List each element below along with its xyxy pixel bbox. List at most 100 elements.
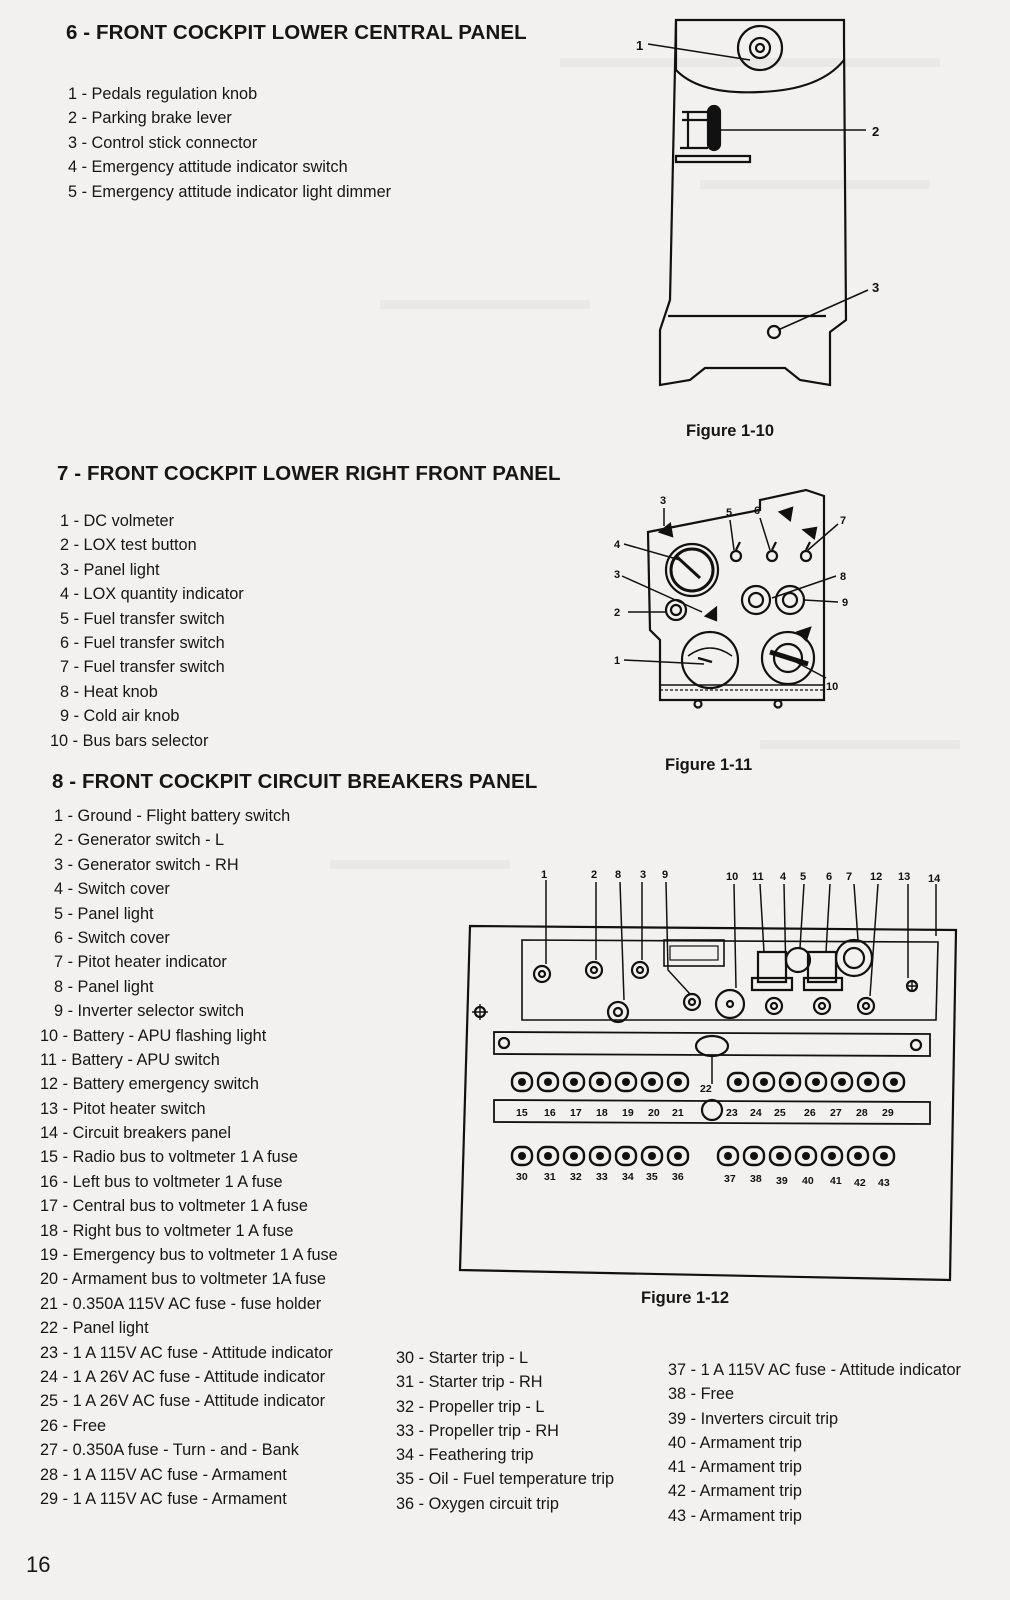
list-item: 5 - Fuel transfer switch <box>60 609 225 628</box>
list-item: 36 - Oxygen circuit trip <box>396 1494 559 1513</box>
section-6-list: 1 - Pedals regulation knob 2 - Parking b… <box>68 82 391 204</box>
list-item: 5 - Panel light <box>54 904 154 923</box>
callout-label: 5 <box>800 871 806 883</box>
fuse-number-label: 35 <box>646 1171 658 1183</box>
fuse-number-label: 36 <box>672 1171 684 1183</box>
fuse-number-label: 23 <box>726 1107 738 1119</box>
fuse-number-label: 27 <box>830 1107 842 1119</box>
callout-label: 12 <box>870 871 882 883</box>
list-item: 30 - Starter trip - L <box>396 1349 529 1367</box>
list-item: 22 - Panel light <box>40 1319 149 1338</box>
callout-label: 2 <box>872 124 879 139</box>
list-item: 12 - Battery emergency switch <box>40 1075 259 1094</box>
callout-label: 5 <box>726 507 732 519</box>
fuse-holder <box>536 1145 560 1167</box>
list-item: 7 - Pitot heater indicator <box>54 953 227 972</box>
callout-label: 9 <box>842 597 848 609</box>
list-item: 2 - Generator switch - L <box>54 831 225 850</box>
list-item: 29 - 1 A 115V AC fuse - Armament <box>40 1489 287 1508</box>
fuse-holder <box>536 1071 560 1093</box>
fuse-holder <box>768 1145 792 1167</box>
list-item: 39 - Inverters circuit trip <box>668 1409 839 1428</box>
list-item: 26 - Free <box>40 1416 107 1435</box>
list-item: 6 - Switch cover <box>54 928 170 947</box>
section-8-list-col2: 30 - Starter trip - L 31 - Starter trip … <box>396 1346 614 1516</box>
fuse-number-label: 21 <box>672 1107 684 1119</box>
list-item: 13 - Pitot heater switch <box>40 1099 206 1118</box>
fuse-holder <box>510 1071 534 1093</box>
fuse-number-label: 24 <box>750 1107 762 1119</box>
fuse-number-label: 15 <box>516 1107 528 1119</box>
fuse-number-label: 34 <box>622 1171 634 1183</box>
fuse-holder <box>778 1071 802 1093</box>
list-item: 24 - 1 A 26V AC fuse - Attitude indicato… <box>40 1367 326 1386</box>
fuse-number-label: 43 <box>878 1177 890 1189</box>
list-item: 38 - Free <box>668 1385 735 1404</box>
list-item: 25 - 1 A 26V AC fuse - Attitude indicato… <box>40 1392 326 1411</box>
callout-label: 4 <box>780 871 787 883</box>
list-item: 43 - Armament trip <box>668 1506 802 1525</box>
fuse-number-label: 33 <box>596 1171 608 1183</box>
list-item: 31 - Starter trip - RH <box>396 1373 543 1392</box>
callout-label: 3 <box>640 869 646 881</box>
list-item: 42 - Armament trip <box>668 1482 802 1501</box>
figure-1-11-drawing: 3 5 6 7 4 3 8 9 2 1 10 <box>614 488 848 709</box>
callout-label: 1 <box>614 655 620 667</box>
callout-label: 9 <box>662 869 668 881</box>
fuse-holder <box>726 1071 750 1093</box>
fuse-number-label: 20 <box>648 1107 660 1119</box>
section-8-heading: 8 - FRONT COCKPIT CIRCUIT BREAKERS PANEL <box>52 770 538 793</box>
list-item: 8 - Heat knob <box>60 682 158 701</box>
fuse-holder <box>614 1071 638 1093</box>
fuse-number-label: 38 <box>750 1173 762 1185</box>
callout-label: 11 <box>752 871 764 883</box>
list-item: 6 - Fuel transfer switch <box>60 633 225 652</box>
list-item: 33 - Propeller trip - RH <box>396 1421 559 1440</box>
fuse-number-label: 29 <box>882 1107 894 1119</box>
fuse-holder <box>614 1145 638 1167</box>
callout-label: 4 <box>614 539 621 551</box>
list-item: 34 - Feathering trip <box>396 1446 534 1465</box>
list-item: 7 - Fuel transfer switch <box>60 658 225 677</box>
list-item: 27 - 0.350A fuse - Turn - and - Bank <box>40 1441 299 1460</box>
fuse-holder <box>562 1145 586 1167</box>
callout-label: 3 <box>660 495 666 507</box>
callout-label: 6 <box>754 505 760 517</box>
callout-label: 8 <box>615 869 621 881</box>
list-item: 16 - Left bus to voltmeter 1 A fuse <box>40 1172 283 1191</box>
fuse-number-label: 37 <box>724 1173 736 1185</box>
fuse-holder <box>856 1071 880 1093</box>
list-item: 9 - Cold air knob <box>60 707 180 726</box>
callout-label: 10 <box>826 681 838 693</box>
list-item: 15 - Radio bus to voltmeter 1 A fuse <box>40 1148 298 1167</box>
list-item: 37 - 1 A 115V AC fuse - Attitude indicat… <box>668 1361 961 1379</box>
fuse-holder <box>820 1145 844 1167</box>
fuse-holder <box>752 1071 776 1093</box>
list-item: 3 - Generator switch - RH <box>54 855 239 874</box>
fuse-holder <box>588 1071 612 1093</box>
callout-label: 14 <box>928 873 941 885</box>
figure-1-10-drawing: 1 2 3 <box>636 18 879 387</box>
callout-label: 1 <box>636 38 643 53</box>
list-item: 28 - 1 A 115V AC fuse - Armament <box>40 1465 287 1484</box>
fuse-number-label: 30 <box>516 1171 528 1183</box>
fuse-number-label: 39 <box>776 1175 788 1187</box>
list-item: 14 - Circuit breakers panel <box>40 1124 231 1143</box>
fuse-number-label: 26 <box>804 1107 816 1119</box>
list-item: 4 - Emergency attitude indicator switch <box>68 158 348 177</box>
fuse-holder <box>872 1145 896 1167</box>
fuse-number-label: 40 <box>802 1175 814 1187</box>
section-7-heading: 7 - FRONT COCKPIT LOWER RIGHT FRONT PANE… <box>57 462 561 485</box>
callout-label: 2 <box>591 869 597 881</box>
fuse-holder <box>794 1145 818 1167</box>
fuse-holder <box>804 1071 828 1093</box>
list-item: 3 - Control stick connector <box>68 133 258 152</box>
fuse-number-label: 42 <box>854 1177 866 1189</box>
callout-label: 8 <box>840 571 846 583</box>
callout-label: 7 <box>846 871 852 883</box>
callout-label: 6 <box>826 871 832 883</box>
callout-label: 10 <box>726 871 738 883</box>
list-item: 17 - Central bus to voltmeter 1 A fuse <box>40 1197 308 1216</box>
list-item: 35 - Oil - Fuel temperature trip <box>396 1470 615 1489</box>
